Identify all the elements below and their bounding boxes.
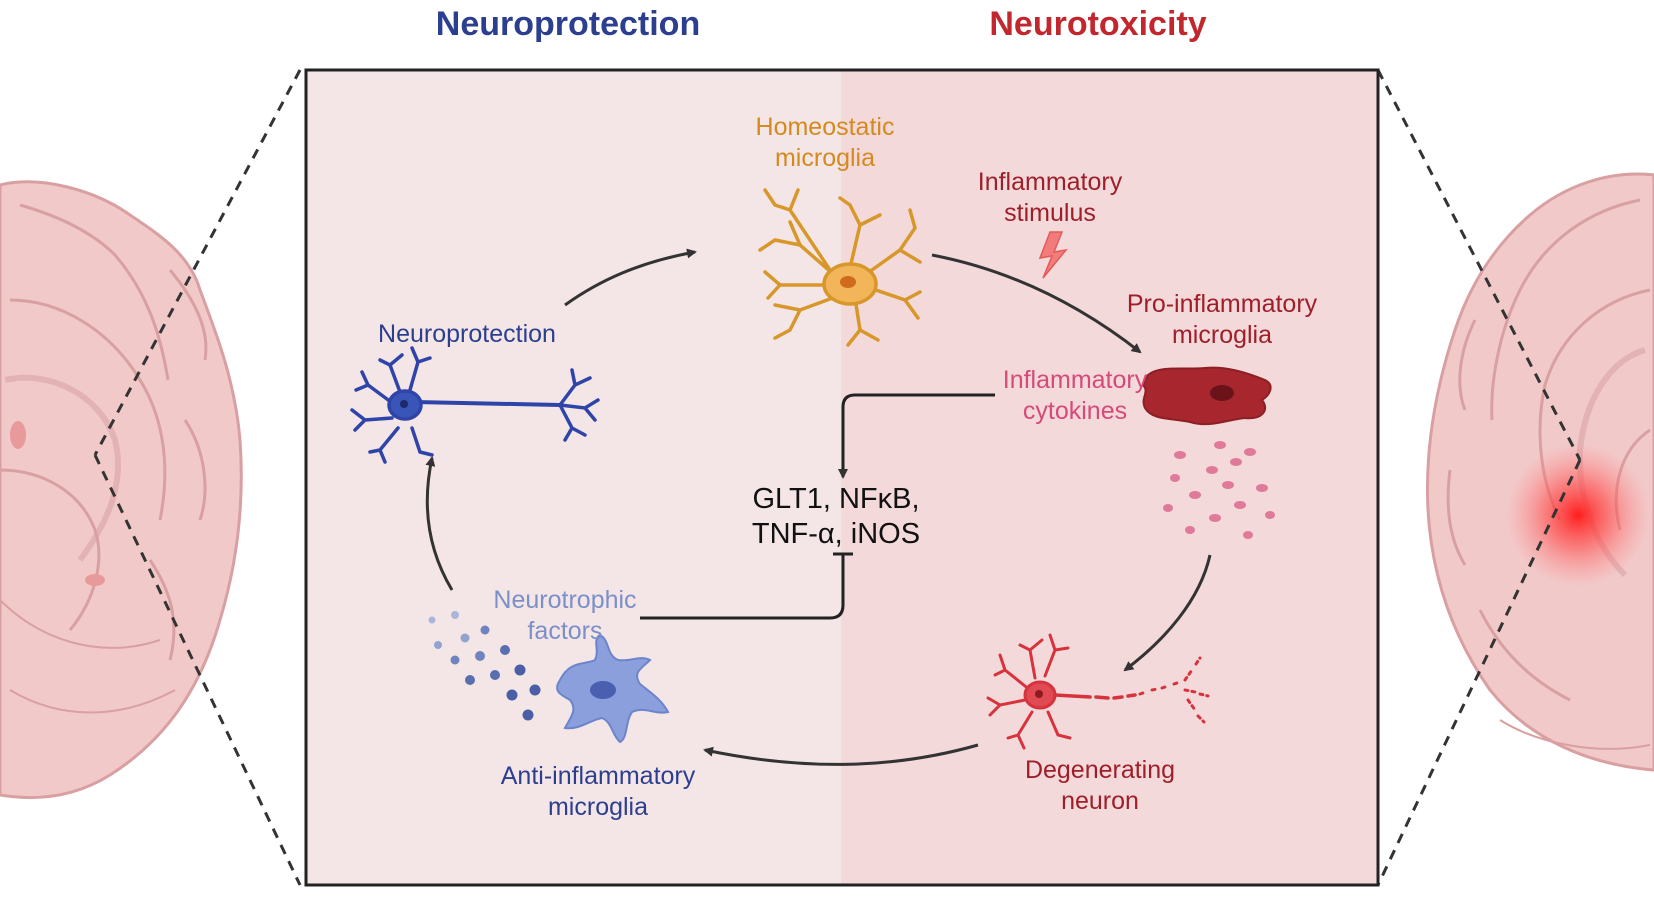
- label-stimulus-line1: Inflammatory: [978, 168, 1123, 196]
- label-degenerating-line2: neuron: [1061, 787, 1139, 815]
- heading-neuroprotection: Neuroprotection: [436, 5, 700, 43]
- label-homeostatic-line2: microglia: [775, 144, 875, 172]
- label-cytokines-line1: Inflammatory: [1003, 366, 1148, 394]
- heading-neurotoxicity: Neurotoxicity: [989, 5, 1206, 43]
- label-neurotrophic-line1: Neurotrophic: [493, 586, 636, 614]
- panel: [304, 68, 1380, 887]
- lightning-bolt-icon: [1038, 231, 1068, 279]
- arrow-cytokines-to-targets: [838, 393, 995, 479]
- label-homeostatic-line1: Homeostatic: [756, 113, 895, 141]
- regulation-lines: [640, 393, 995, 620]
- brain-section-left: [0, 180, 243, 800]
- label-anti-line1: Anti-inflammatory: [501, 762, 696, 790]
- label-pro-line2: microglia: [1172, 321, 1272, 349]
- label-anti-line2: microglia: [548, 793, 648, 821]
- label-degenerating-line1: Degenerating: [1025, 756, 1175, 784]
- label-targets-line2: TNF-α, iNOS: [752, 518, 920, 550]
- label-targets-line1: GLT1, NFκB,: [752, 483, 919, 515]
- label-pro-line1: Pro-inflammatory: [1127, 290, 1318, 318]
- arrow-neuroprotection-to-homeostatic: [564, 248, 697, 307]
- cycle-arrows: [425, 248, 1212, 766]
- label-neurotrophic-line2: factors: [527, 617, 602, 645]
- arrow-homeostatic-to-pro: [931, 253, 1142, 354]
- anti-inflammatory-microglia-icon: [556, 633, 670, 744]
- label-cytokines-line2: cytokines: [1023, 397, 1127, 425]
- inflammation-hotspot: [1506, 443, 1650, 587]
- pro-inflammatory-microglia-icon: [1141, 366, 1272, 426]
- label-neuroprotection: Neuroprotection: [378, 320, 556, 348]
- arrow-pro-to-degenerating: [1123, 554, 1212, 672]
- homeostatic-microglia-icon: [758, 188, 922, 347]
- brain-section-right: [1426, 172, 1654, 772]
- arrow-degenerating-to-anti: [703, 743, 979, 766]
- label-stimulus-line2: stimulus: [1004, 199, 1096, 227]
- zoom-lines: [93, 69, 1582, 886]
- arrow-anti-to-neuroprotection: [425, 456, 454, 591]
- neurotrophic-dots: [428, 611, 541, 721]
- healthy-neuron-icon: [350, 346, 600, 464]
- inhibition-neurotrophic-to-targets: [640, 554, 845, 620]
- cytokine-dots: [1163, 441, 1275, 539]
- degenerating-neuron-icon: [986, 633, 1210, 750]
